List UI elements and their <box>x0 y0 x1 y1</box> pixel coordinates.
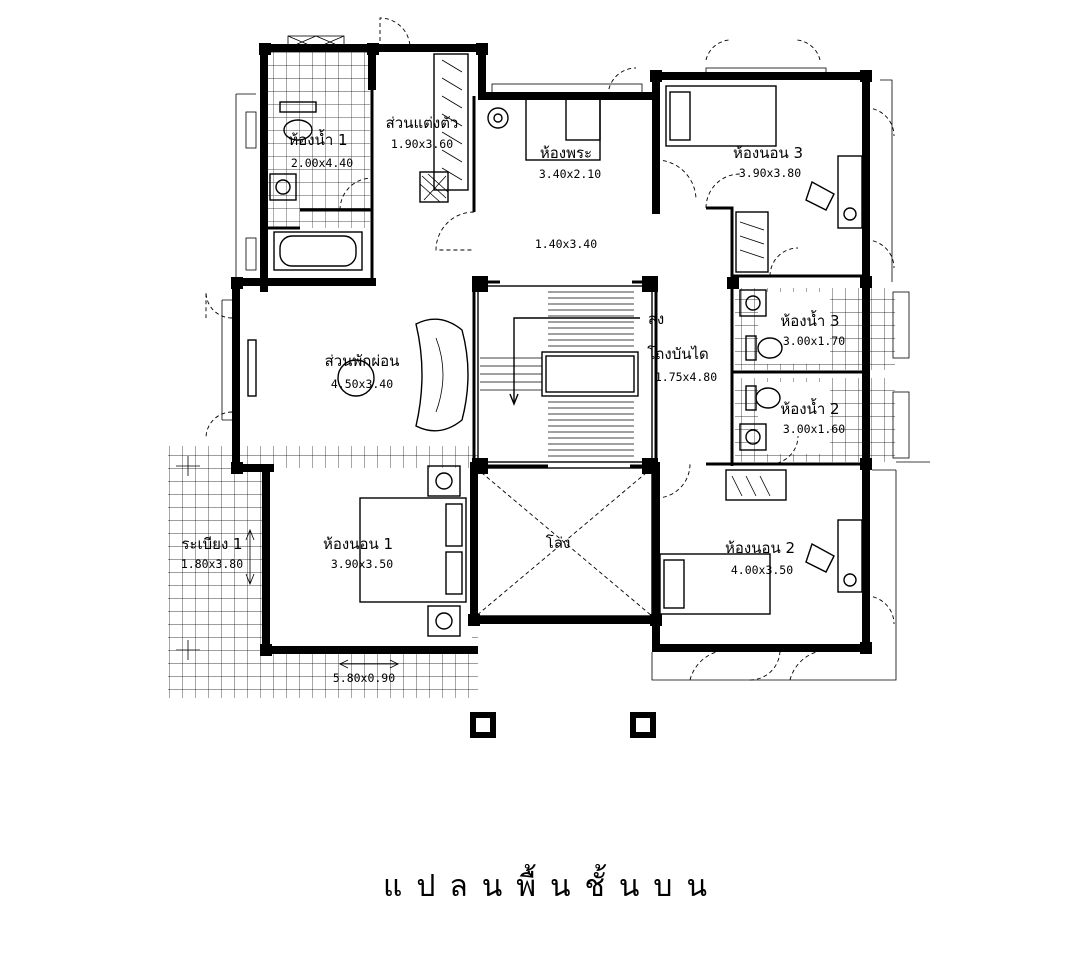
living-size: 4.50x3.40 <box>331 377 393 391</box>
shrine-name: ห้องพระ <box>540 144 592 162</box>
room-labels: ส่วนแต่งตัว 1.90x3.60 ห้องน้ำ 1 2.00x4.4… <box>181 114 845 685</box>
stair-name: โถงบันได <box>647 345 709 363</box>
balcony-name: ระเบียง 1 <box>181 535 242 553</box>
bed2-size: 4.00x3.50 <box>731 563 793 577</box>
living-name: ส่วนพักผ่อน <box>325 352 400 370</box>
dressing-name: ส่วนแต่งตัว <box>386 114 459 132</box>
bed1-size: 3.90x3.50 <box>331 557 393 571</box>
bath3-name: ห้องน้ำ 3 <box>780 310 839 330</box>
dressing-size: 1.90x3.60 <box>391 137 453 151</box>
furniture <box>176 53 863 669</box>
hall-size: 1.40x3.40 <box>535 237 597 251</box>
void-name: โล่ง <box>546 534 571 552</box>
bath1-size: 2.00x4.40 <box>291 156 353 170</box>
bath2-name: ห้องน้ำ 2 <box>780 398 839 418</box>
stair-down-label: ลง <box>648 310 665 328</box>
windows <box>221 35 930 681</box>
door-swings <box>205 17 895 681</box>
terrace-size: 5.80x0.90 <box>333 671 395 685</box>
bath1-name: ห้องน้ำ 1 <box>288 129 347 149</box>
bed1-name: ห้องนอน 1 <box>323 535 393 553</box>
bath3-size: 3.00x1.70 <box>783 334 845 348</box>
bed3-name: ห้องนอน 3 <box>733 144 803 162</box>
bed3-size: 3.90x3.80 <box>739 166 801 180</box>
plan-title: แปลนพื้นชั้นบน <box>383 864 721 904</box>
shrine-size: 3.40x2.10 <box>539 167 601 181</box>
staircase <box>477 285 653 463</box>
bed2-name: ห้องนอน 2 <box>725 539 795 557</box>
bath2-size: 3.00x1.60 <box>783 422 845 436</box>
void-opening <box>475 467 653 617</box>
stair-size: 1.75x4.80 <box>655 370 717 384</box>
balcony-size: 1.80x3.80 <box>181 557 243 571</box>
